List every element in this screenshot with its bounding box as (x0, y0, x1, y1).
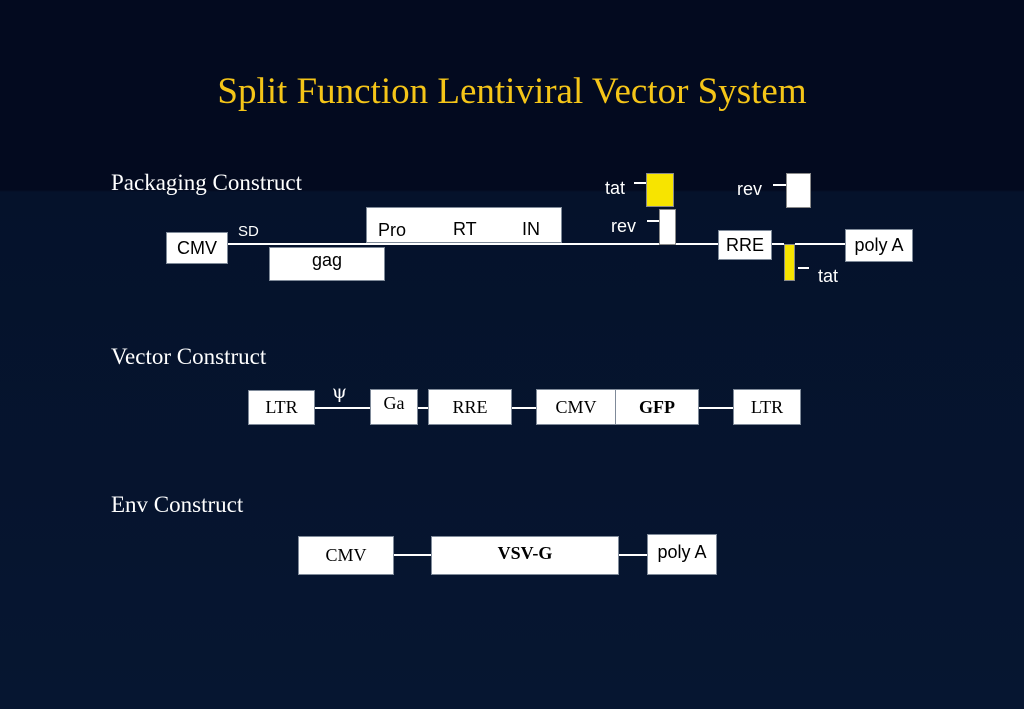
psi-symbol: ψ (332, 381, 347, 403)
packaging-backbone-line-polya-connector (795, 243, 845, 245)
env-line-cmv-vsvg (394, 554, 431, 556)
packaging-rre-label: RRE (725, 234, 764, 255)
packaging-pol-box: Pro RT IN (366, 207, 562, 243)
packaging-rev-right-label: rev (737, 179, 763, 199)
packaging-gag-label: gag (311, 249, 343, 270)
tat-bottom-tick (798, 267, 809, 269)
vector-rre-label: RRE (452, 396, 488, 417)
packaging-sd-label: SD (238, 223, 259, 240)
env-line-vsvg-polya (619, 554, 647, 556)
rev-right-tick (773, 184, 786, 186)
env-construct-label: Env Construct (111, 492, 244, 517)
packaging-gag-box: gag (269, 247, 385, 281)
packaging-polya-box: poly A (845, 229, 913, 262)
tat-top-tick (634, 182, 646, 184)
vector-ltr-left-box: LTR (248, 390, 315, 425)
vector-line-rre-cmv (512, 407, 536, 409)
vector-gfp-label: GFP (639, 396, 675, 417)
rev-exon2-box (786, 173, 811, 208)
packaging-cmv-box: CMV (166, 232, 228, 264)
vector-rre-box: RRE (428, 389, 512, 425)
packaging-tat-top-label: tat (605, 178, 626, 198)
pol-segment-pro: Pro (378, 220, 407, 240)
slide-title: Split Function Lentiviral Vector System (217, 71, 807, 112)
packaging-backbone-line-rre-connector (772, 243, 784, 245)
packaging-cmv-label: CMV (177, 237, 217, 258)
vector-line-gfp-ltr (699, 407, 733, 409)
vector-ltr-left-label: LTR (265, 397, 298, 417)
env-vsvg-label: VSV-G (497, 542, 553, 563)
packaging-tat-bottom-label: tat (818, 266, 839, 286)
env-cmv-label: CMV (325, 545, 367, 565)
env-polya-label: poly A (657, 541, 707, 562)
packaging-rev-mid-label: rev (611, 216, 637, 236)
vector-ga-label: Ga (383, 392, 405, 413)
packaging-backbone-line (228, 243, 718, 245)
vector-cmv-label: CMV (555, 396, 597, 417)
packaging-construct-label: Packaging Construct (111, 170, 302, 195)
vector-ltr-right-label: LTR (750, 396, 784, 417)
vector-ga-box: Ga (370, 389, 418, 425)
packaging-polya-label: poly A (854, 235, 904, 255)
vector-gfp-box: GFP (615, 389, 699, 425)
env-polya-box: poly A (647, 534, 717, 575)
vector-line-ltr-ga (315, 407, 370, 409)
tat-exon1-box (646, 173, 674, 207)
env-cmv-box: CMV (298, 536, 394, 575)
pol-segment-rt: RT (453, 219, 477, 239)
vector-cmv-box: CMV (536, 389, 616, 425)
packaging-rre-box: RRE (718, 230, 772, 260)
vector-construct-label: Vector Construct (111, 344, 267, 369)
pol-segment-in: IN (522, 219, 540, 239)
vector-ltr-right-box: LTR (733, 389, 801, 425)
rev-exon1-box (659, 209, 676, 245)
vector-line-ga-rre (418, 407, 428, 409)
tat-exon2-box (784, 244, 795, 281)
env-vsvg-box: VSV-G (431, 536, 619, 575)
rev-mid-tick (647, 220, 659, 222)
